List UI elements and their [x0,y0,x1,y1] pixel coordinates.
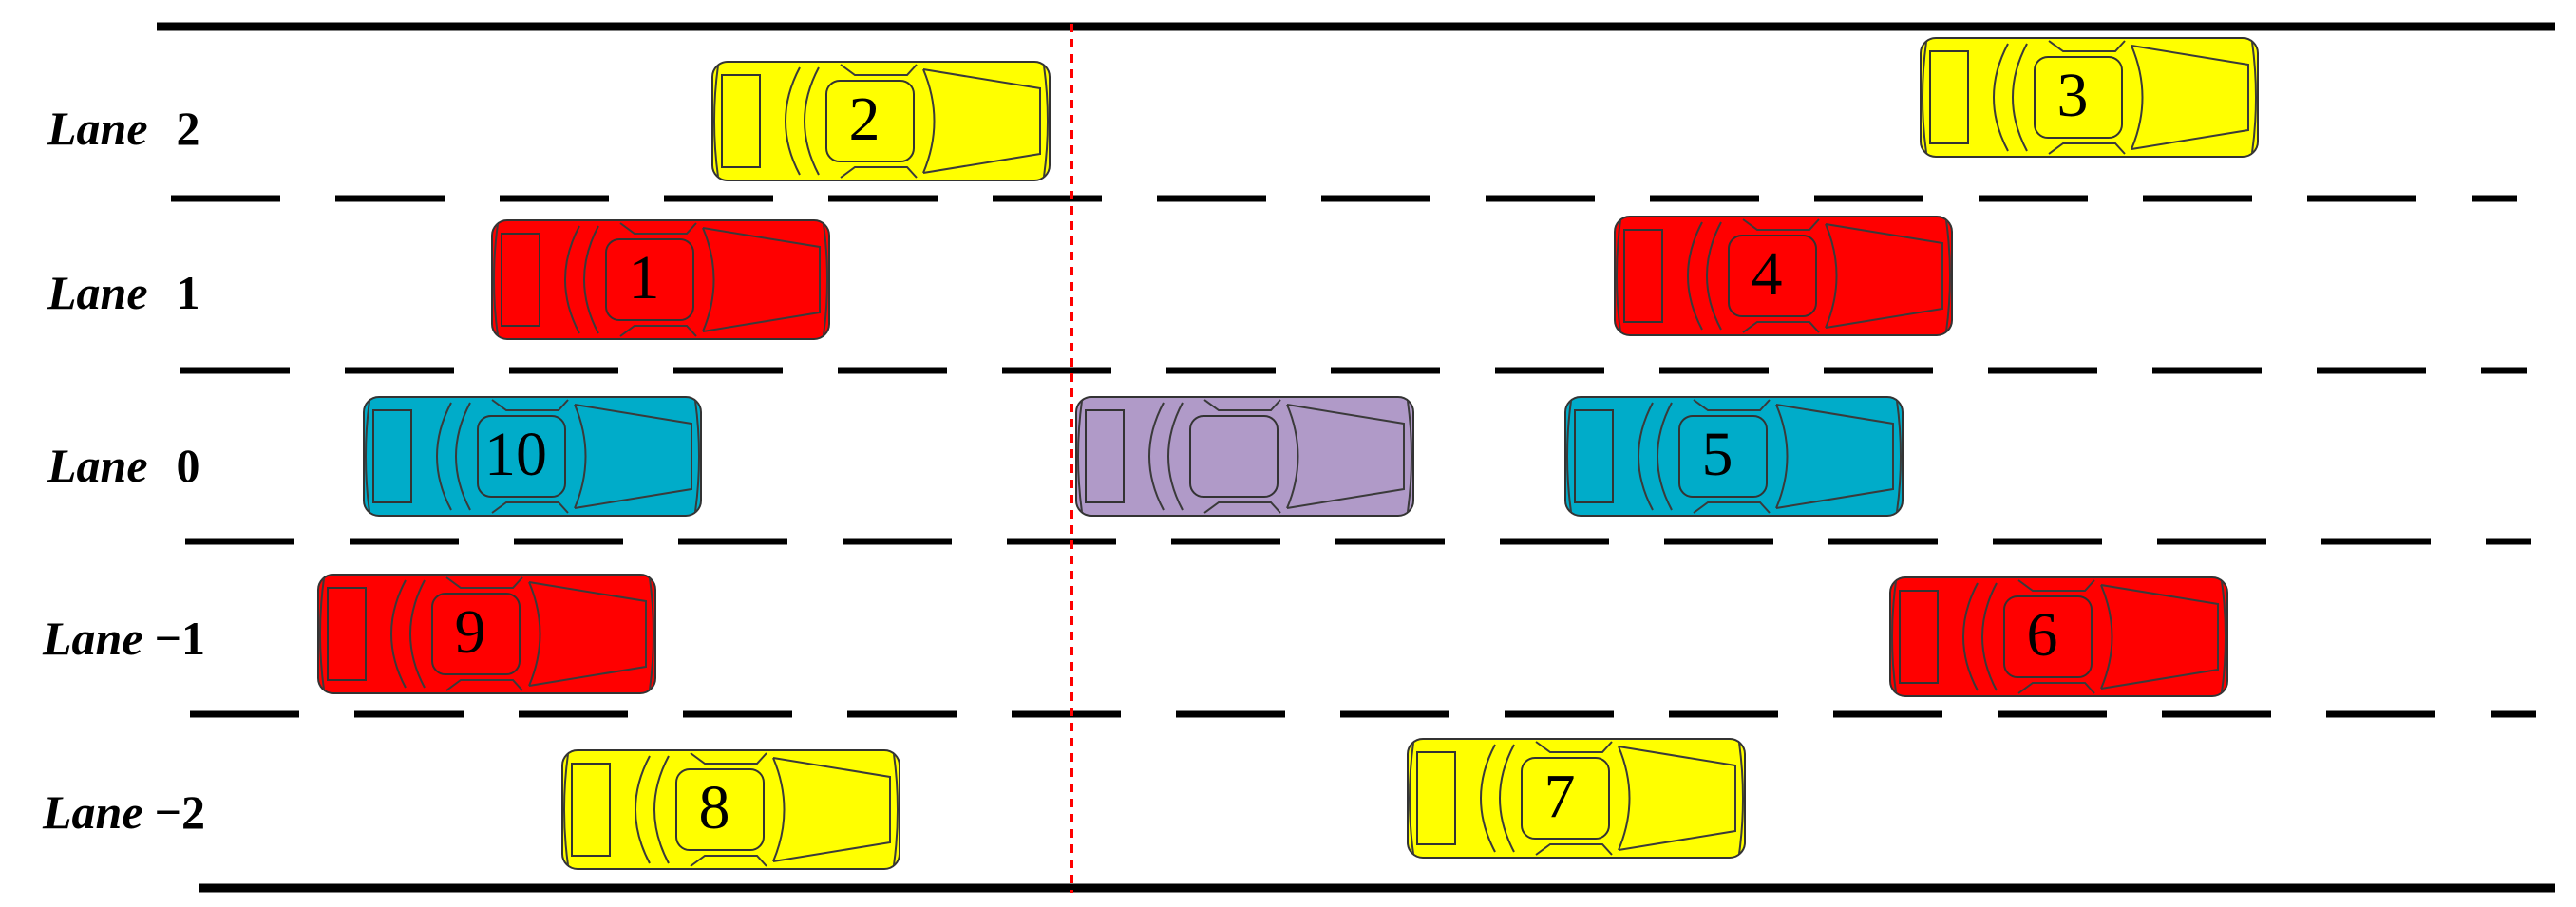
lane-label: Lane 1 [47,266,200,319]
vehicle-4: 4 [1614,216,1953,336]
lane-label-word: Lane [42,785,143,839]
vehicle-6: 6 [1889,576,2228,697]
vehicle-number: 6 [2027,600,2058,670]
vehicle-10: 10 [363,396,702,517]
vehicle-3: 3 [1920,37,2259,158]
vehicle-number: 3 [2057,61,2089,130]
lane-label: Lane 0 [47,439,200,492]
vehicle-5: 5 [1564,396,1904,517]
vehicle-2: 2 [711,61,1051,181]
lane-label-word: Lane [47,102,148,155]
lane-label-number: 2 [177,102,200,155]
lane-label: Lane−2 [42,785,205,839]
vehicle-7: 7 [1407,738,1746,859]
vehicle-number: 4 [1752,239,1783,309]
lane-label-number: −1 [155,612,206,665]
vehicle-9: 9 [317,574,656,694]
lane-label: Lane−1 [42,612,205,665]
vehicle-ego [1075,396,1414,517]
vehicle-number: 2 [849,85,881,154]
vehicle-number: 5 [1702,420,1733,489]
vehicle-8: 8 [561,749,900,870]
vehicle-number: 10 [484,420,547,489]
vehicle-number: 7 [1544,762,1576,831]
vehicle-1: 1 [491,219,830,340]
lane-label-number: 0 [177,439,200,492]
lane-label-word: Lane [42,612,143,665]
lane-label-number: −2 [155,785,206,839]
vehicle-number: 9 [455,597,486,667]
lane-label-number: 1 [177,266,200,319]
lane-label-word: Lane [47,439,148,492]
lane-label-word: Lane [47,266,148,319]
lane-label: Lane 2 [47,102,200,155]
vehicle-number: 1 [629,243,660,312]
vehicle-number: 8 [699,773,730,842]
